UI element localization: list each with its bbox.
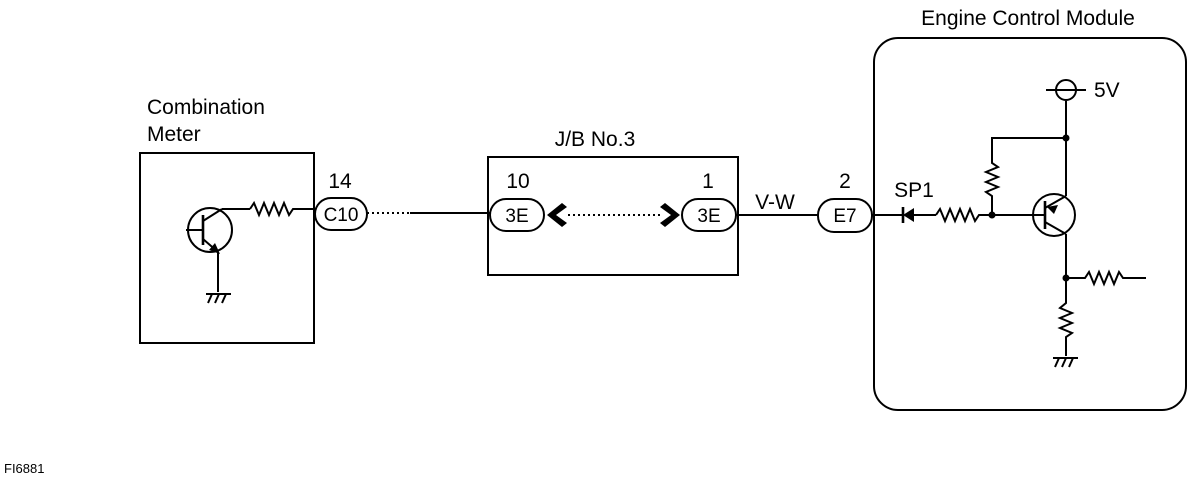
junction-block-title: J/B No.3 <box>555 128 636 151</box>
engine-control-module: Engine Control Module SP1 <box>873 7 1187 411</box>
combination-meter-title-line2: Meter <box>147 123 201 146</box>
ecm-5v-label: 5V <box>1094 79 1120 102</box>
jb-pin-1-label: 1 <box>702 170 714 193</box>
ecm-diode-symbol <box>898 207 936 223</box>
ecm-box <box>873 37 1187 411</box>
ecm-collector-junction-dot <box>1062 134 1070 142</box>
junction-block-no3: J/B No.3 10 3E 1 3E <box>487 128 739 276</box>
ecm-title: Engine Control Module <box>921 7 1135 30</box>
ecm-ground-resistor-symbol <box>1057 278 1075 356</box>
figure-id: FI6881 <box>4 461 44 476</box>
jb-right-chevron-icon <box>660 203 680 227</box>
meter-ground-symbol <box>206 293 231 304</box>
combination-meter: Combination Meter <box>139 96 316 344</box>
connector-c10-label: C10 <box>324 205 359 226</box>
wire-color-label: V-W <box>755 191 795 214</box>
ecm-input-resistor-symbol <box>935 206 1035 224</box>
jb-left-chevron-icon <box>547 203 567 227</box>
connector-e7-label: E7 <box>833 206 856 227</box>
ecm-pullup-resistor-symbol <box>983 137 1066 215</box>
ecm-transistor-symbol <box>1032 138 1076 278</box>
ecm-output-resistor-symbol <box>1066 269 1146 287</box>
jb-left-connector-label: 3E <box>505 206 528 227</box>
ecm-terminal-sp1-label: SP1 <box>894 179 934 202</box>
jb-right-connector-label: 3E <box>697 206 720 227</box>
connector-e7: 2 E7 <box>817 170 873 233</box>
meter-transistor-symbol <box>186 207 250 292</box>
pin-14-label: 14 <box>328 170 352 193</box>
combination-meter-box <box>139 152 315 344</box>
meter-resistor-symbol <box>249 200 316 218</box>
pin-2-label: 2 <box>839 170 851 193</box>
jb-pin-10-label: 10 <box>506 170 529 193</box>
combination-meter-title-line1: Combination <box>147 96 265 119</box>
connector-c10: 14 C10 <box>314 170 368 231</box>
ecm-ground-symbol <box>1053 357 1078 368</box>
ecm-5v-supply-symbol: 5V <box>1046 79 1120 102</box>
